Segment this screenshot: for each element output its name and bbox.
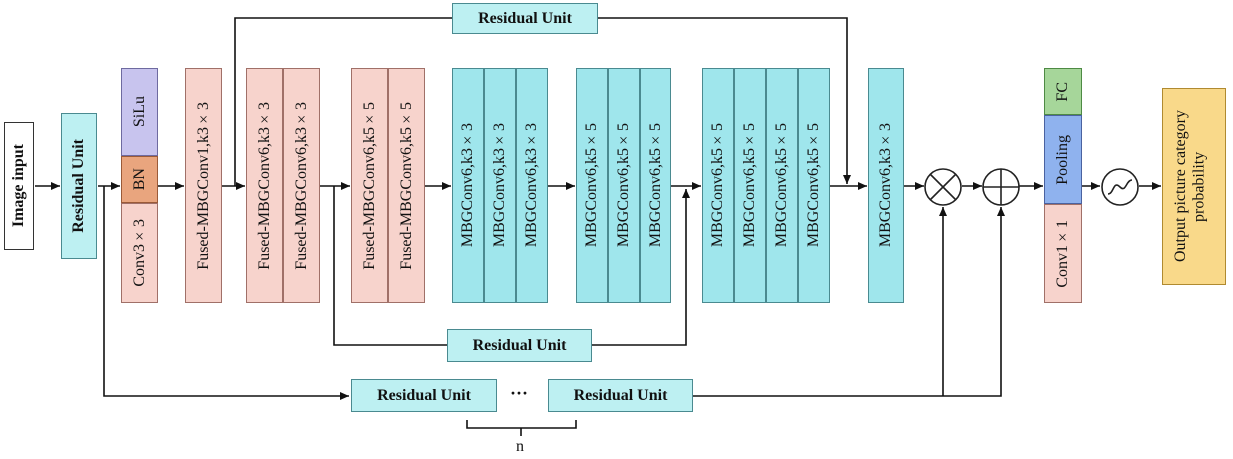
top-skip-left [234,17,452,186]
mbgconv6-k3-label-2: MBGConv6,k3×3 [491,123,508,248]
mbgconv6-k3-block-2: MBGConv6,k3×3 [484,68,516,303]
mbgconv6-k5a-block-2: MBGConv6,k5×5 [608,68,640,303]
mbgconv6-k5b-block-3: MBGConv6,k5×5 [766,68,798,303]
conv1x1-label: Conv1×1 [1054,219,1071,288]
fused-mbgconv1-label: Fused-MBGConv1,k3×3 [194,101,212,270]
mbgconv6-k5a-block-3: MBGConv6,k5×5 [640,68,671,303]
mbgconv6-k5b-block-4: MBGConv6,k5×5 [798,68,830,303]
bottom-path-to-add [693,207,1005,397]
image-input-label: Image input [10,144,27,228]
mbgconv6-k5b-label-3: MBGConv6,k5×5 [773,123,790,248]
fused-mbgconv6-k3-label-1: Fused-MBGConv6,k3×3 [255,101,273,270]
residual-unit-bottom-left: Residual Unit [351,379,497,412]
mbgconv6-k3-block-1: MBGConv6,k3×3 [452,68,484,303]
mid-skip-left [333,186,447,346]
conv1x1-block: Conv1×1 [1044,204,1082,303]
fused-mbgconv6-k3-block-1: Fused-MBGConv6,k3×3 [246,68,283,303]
residual-unit-bottom-left-label: Residual Unit [377,386,471,404]
repeat-bracket [466,420,577,429]
fc-block: FC [1044,68,1082,115]
fused-mbgconv6-k5-block-2: Fused-MBGConv6,k5×5 [388,68,425,303]
mbgconv6-k5b-label-4: MBGConv6,k5×5 [805,123,822,248]
sigmoid-curve [1107,179,1133,195]
mbgconv6-k5b-block-1: MBGConv6,k5×5 [702,68,734,303]
output-label: Output picture category probability [1172,110,1208,263]
mbgconv6-k3-block-3: MBGConv6,k3×3 [516,68,548,303]
silu-block: SiLu [121,68,158,156]
mbgconv6-k5a-block-1: MBGConv6,k5×5 [576,68,608,303]
conv3x3-block: Conv3×3 [121,203,158,303]
repeat-ellipsis: ··· [510,383,529,403]
fused-mbgconv6-k5-label-2: Fused-MBGConv6,k5×5 [397,101,415,270]
residual-unit-top-label: Residual Unit [478,9,572,27]
fused-mbgconv1-block: Fused-MBGConv1,k3×3 [185,68,222,303]
fused-mbgconv6-k3-label-2: Fused-MBGConv6,k3×3 [292,101,310,270]
pooling-label: Pooling [1054,134,1071,185]
residual-unit-middle: Residual Unit [447,329,592,362]
residual-unit-bottom-right: Residual Unit [548,379,693,412]
mbgconv6-k3-label-3: MBGConv6,k3×3 [523,123,540,248]
bn-block: BN [121,156,158,203]
mbgconv6-k3-label-1: MBGConv6,k3×3 [459,123,476,248]
mbgconv6-last-label: MBGConv6,k3×3 [877,123,894,248]
mbgconv6-k5b-block-2: MBGConv6,k5×5 [734,68,766,303]
conv3x3-label: Conv3×3 [130,219,148,287]
fused-mbgconv6-k5-block-1: Fused-MBGConv6,k5×5 [351,68,388,303]
bottom-path-left [103,186,349,400]
image-input-box: Image input [4,122,34,250]
mbgconv6-k5a-label-2: MBGConv6,k5×5 [615,123,632,248]
mbgconv6-k5a-label-1: MBGConv6,k5×5 [583,123,600,248]
mid-skip-right [592,189,690,346]
residual-unit-bottom-right-label: Residual Unit [573,386,668,404]
top-skip-right [598,17,851,184]
mbgconv6-k5b-label-2: MBGConv6,k5×5 [741,123,758,248]
residual-unit-first: Residual Unit [61,113,97,259]
fused-mbgconv6-k3-block-2: Fused-MBGConv6,k3×3 [283,68,320,303]
multiply-x-2 [929,173,957,201]
residual-unit-middle-label: Residual Unit [472,336,567,354]
mbgconv6-k5a-label-3: MBGConv6,k5×5 [646,123,664,248]
output-box: Output picture category probability [1162,88,1226,285]
mbgconv6-last-block: MBGConv6,k3×3 [868,68,904,303]
bn-label: BN [130,168,148,191]
residual-unit-first-label: Residual Unit [70,139,87,233]
mbgconv6-k5b-label-1: MBGConv6,k5×5 [709,123,726,248]
fc-label: FC [1054,81,1071,102]
residual-unit-top: Residual Unit [452,3,598,34]
pooling-block: Pooling [1044,115,1082,204]
silu-label: SiLu [130,96,148,128]
fused-mbgconv6-k5-label-1: Fused-MBGConv6,k5×5 [360,101,378,270]
repeat-count-label: n [516,438,524,455]
